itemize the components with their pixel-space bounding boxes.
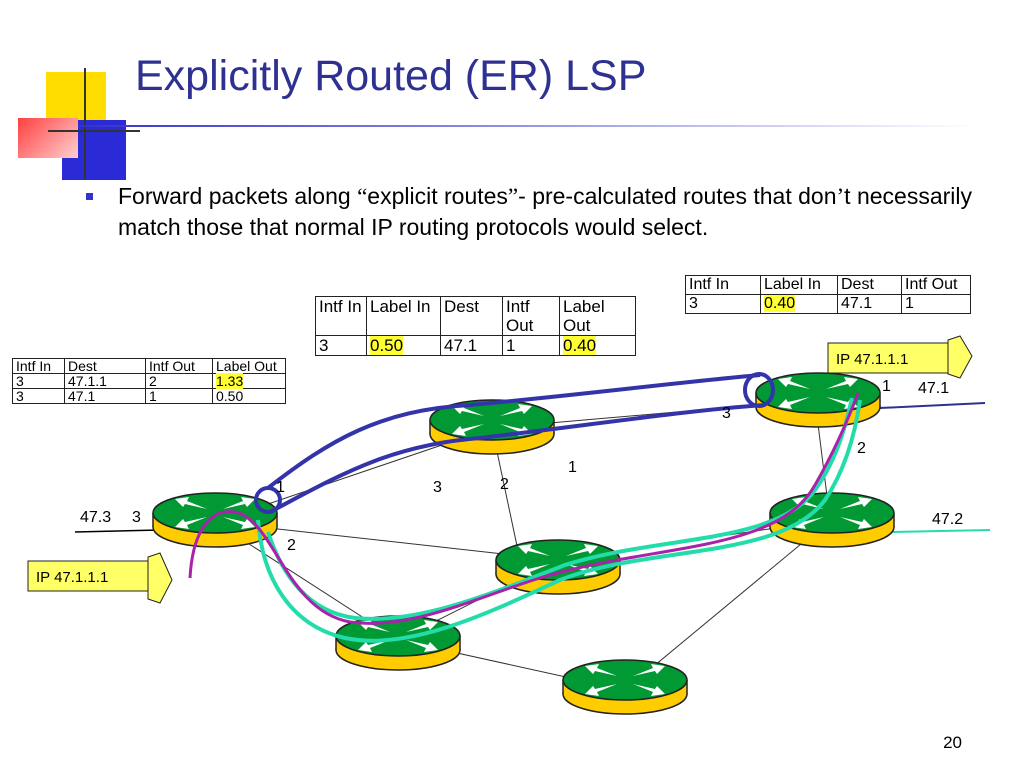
table-cell: 3 xyxy=(12,373,65,389)
table-cell-highlighted: 1.33 xyxy=(212,373,286,389)
alt-path xyxy=(256,399,862,643)
table-cell: 47.1 xyxy=(64,388,146,404)
table-cell: 47.1 xyxy=(440,335,503,356)
table-header-cell: Dest xyxy=(440,296,503,336)
packet-label-egress: IP 47.1.1.1 xyxy=(836,351,908,368)
table-header-cell: Label In xyxy=(366,296,441,336)
table-cell-highlighted: 0.40 xyxy=(559,335,636,356)
if-label: 3 xyxy=(722,405,731,422)
table-cell: 47.1 xyxy=(837,294,902,314)
table-cell: 2 xyxy=(145,373,213,389)
table-header-cell: Intf Out xyxy=(502,296,560,336)
if-label: 2 xyxy=(287,537,296,554)
transit-label-table: Intf In Label In Dest Intf Out Label Out… xyxy=(315,296,636,356)
table-cell: 47.1.1 xyxy=(64,373,146,389)
table-row: 3 0.50 47.1 1 0.40 xyxy=(315,335,636,356)
if-label: 3 xyxy=(132,509,141,526)
router-icon xyxy=(335,615,461,671)
lsp-tunnel xyxy=(266,373,761,490)
title-underline xyxy=(78,125,978,127)
lsp-tunnel-end xyxy=(254,486,282,514)
slide-title: Explicitly Routed (ER) LSP xyxy=(135,52,647,100)
net-label-47-3: 47.3 xyxy=(80,509,111,526)
table-header-cell: Dest xyxy=(64,358,146,374)
table-row: 3 0.40 47.1 1 xyxy=(685,294,971,314)
table-cell: 3 xyxy=(315,335,367,356)
table-row: 3 47.1 1 0.50 xyxy=(12,388,286,404)
router-icon xyxy=(769,492,895,548)
if-label: 1 xyxy=(276,479,285,496)
table-header-cell: Intf In xyxy=(685,275,761,295)
router-icon xyxy=(562,659,688,715)
table-cell: 3 xyxy=(12,388,65,404)
table-header-cell: Intf Out xyxy=(145,358,213,374)
table-cell: 1 xyxy=(145,388,213,404)
link-net-47-2 xyxy=(891,529,991,533)
egress-label-table: Intf In Label In Dest Intf Out 3 0.40 47… xyxy=(685,275,971,314)
link-net-47-1 xyxy=(879,402,986,409)
table-cell: 1 xyxy=(502,335,560,356)
table-header-cell: Dest xyxy=(837,275,902,295)
table-header-cell: Intf In xyxy=(315,296,367,336)
alt-path-inner xyxy=(266,397,854,621)
lsp-tunnel-end xyxy=(743,372,775,408)
table-header-cell: Intf Out xyxy=(901,275,971,295)
packet-icon: IP 47.1.1.1 xyxy=(827,335,973,379)
if-label: 2 xyxy=(857,440,866,457)
table-header-cell: Label Out xyxy=(212,358,286,374)
packet-icon: IP 47.1.1.1 xyxy=(27,552,173,604)
bullet-marker xyxy=(86,193,93,200)
lsp-tunnel xyxy=(269,403,766,514)
table-header-row: Intf In Label In Dest Intf Out Label Out xyxy=(315,296,636,336)
table-cell-highlighted: 0.50 xyxy=(366,335,441,356)
table-header-cell: Label Out xyxy=(559,296,636,336)
title-decoration xyxy=(0,0,140,180)
page-number: 20 xyxy=(943,733,962,752)
link-net-47-3 xyxy=(74,529,161,533)
router-icon xyxy=(755,372,881,428)
table-header-cell: Intf In xyxy=(12,358,65,374)
bullet-text: Forward packets along “explicit routes”-… xyxy=(118,183,972,240)
table-header-row: Intf In Label In Dest Intf Out xyxy=(685,275,971,295)
if-label: 3 xyxy=(433,479,442,496)
if-label: 2 xyxy=(500,476,509,493)
if-label: 1 xyxy=(882,378,891,395)
table-header-cell: Label In xyxy=(760,275,838,295)
table-cell-highlighted: 0.40 xyxy=(760,294,838,314)
table-header-row: Intf In Dest Intf Out Label Out xyxy=(12,358,286,374)
net-label-47-1: 47.1 xyxy=(918,380,949,397)
table-cell: 0.50 xyxy=(212,388,286,404)
table-row: 3 47.1.1 2 1.33 xyxy=(12,373,286,389)
table-cell: 1 xyxy=(901,294,971,314)
ip-path xyxy=(188,392,860,625)
table-cell: 3 xyxy=(685,294,761,314)
if-label: 1 xyxy=(568,459,577,476)
net-label-47-2: 47.2 xyxy=(932,511,963,528)
ingress-label-table: Intf In Dest Intf Out Label Out 3 47.1.1… xyxy=(12,358,286,404)
packet-label-ingress: IP 47.1.1.1 xyxy=(36,569,108,586)
